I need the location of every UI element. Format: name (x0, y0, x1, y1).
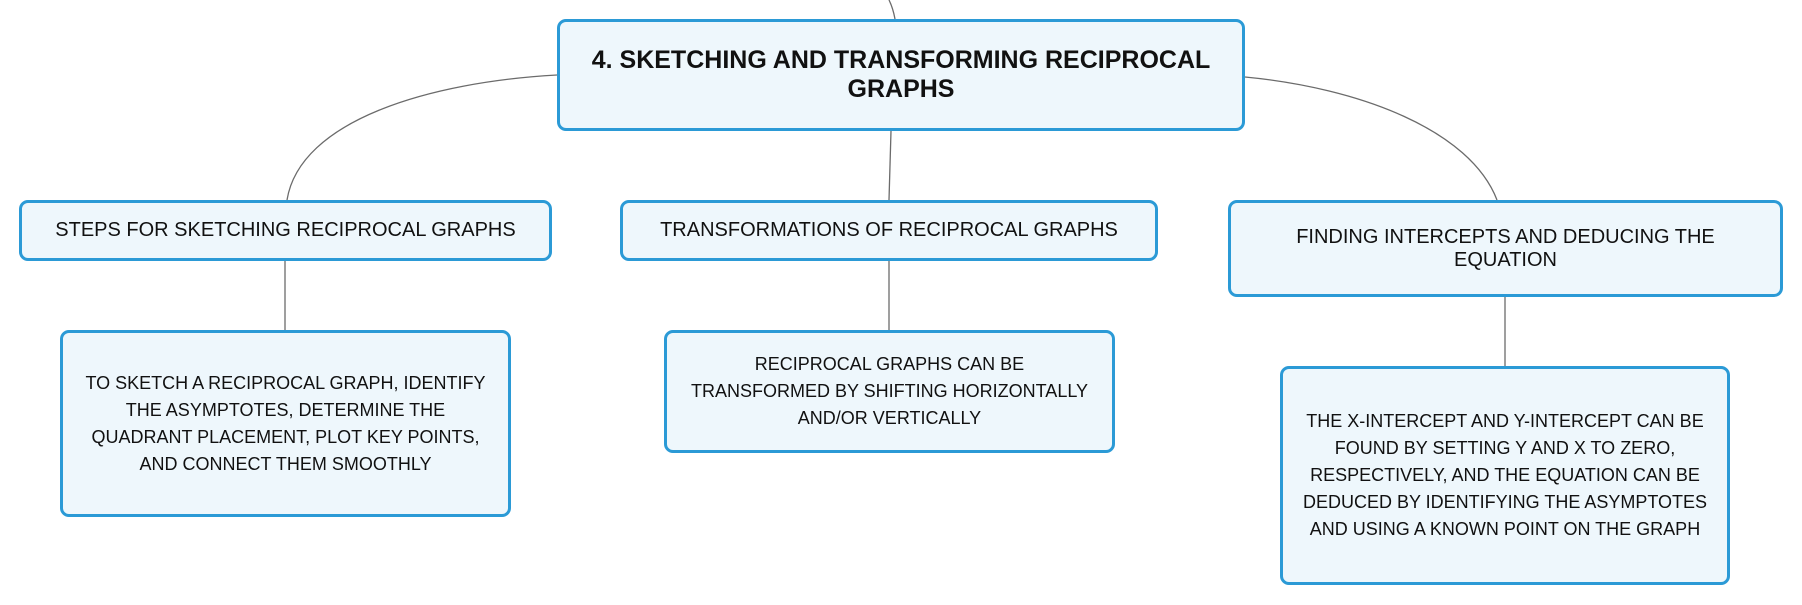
connector-root-to-branch-3 (1244, 76, 1498, 201)
branch-node-label: FINDING INTERCEPTS AND DEDUCING THE EQUA… (1296, 225, 1715, 271)
root-node-label: 4. SKETCHING AND TRANSFORMING RECIPROCAL… (591, 46, 1211, 103)
root-node[interactable]: 4. SKETCHING AND TRANSFORMING RECIPROCAL… (557, 19, 1245, 131)
leaf-node-intercepts[interactable]: THE X-INTERCEPT AND Y-INTERCEPT CAN BE F… (1280, 366, 1730, 585)
branch-node-intercepts[interactable]: FINDING INTERCEPTS AND DEDUCING THE EQUA… (1228, 200, 1783, 297)
leaf-node-text: TO SKETCH A RECIPROCAL GRAPH, IDENTIFY T… (85, 372, 486, 474)
connector-root-to-branch-1 (286, 74, 558, 201)
branch-node-sketching-steps[interactable]: STEPS FOR SKETCHING RECIPROCAL GRAPHS (19, 200, 552, 261)
leaf-node-transformations[interactable]: RECIPROCAL GRAPHS CAN BE TRANSFORMED BY … (664, 330, 1115, 453)
branch-node-label: TRANSFORMATIONS OF RECIPROCAL GRAPHS (660, 219, 1118, 241)
connector-parent-to-root (888, 0, 896, 20)
connector-root-to-branch-2 (888, 130, 892, 201)
branch-node-transformations[interactable]: TRANSFORMATIONS OF RECIPROCAL GRAPHS (620, 200, 1158, 261)
branch-node-label: STEPS FOR SKETCHING RECIPROCAL GRAPHS (55, 219, 516, 241)
leaf-node-text: RECIPROCAL GRAPHS CAN BE TRANSFORMED BY … (690, 354, 1089, 428)
leaf-node-text: THE X-INTERCEPT AND Y-INTERCEPT CAN BE F… (1302, 411, 1708, 539)
leaf-node-sketching-steps[interactable]: TO SKETCH A RECIPROCAL GRAPH, IDENTIFY T… (60, 330, 511, 517)
